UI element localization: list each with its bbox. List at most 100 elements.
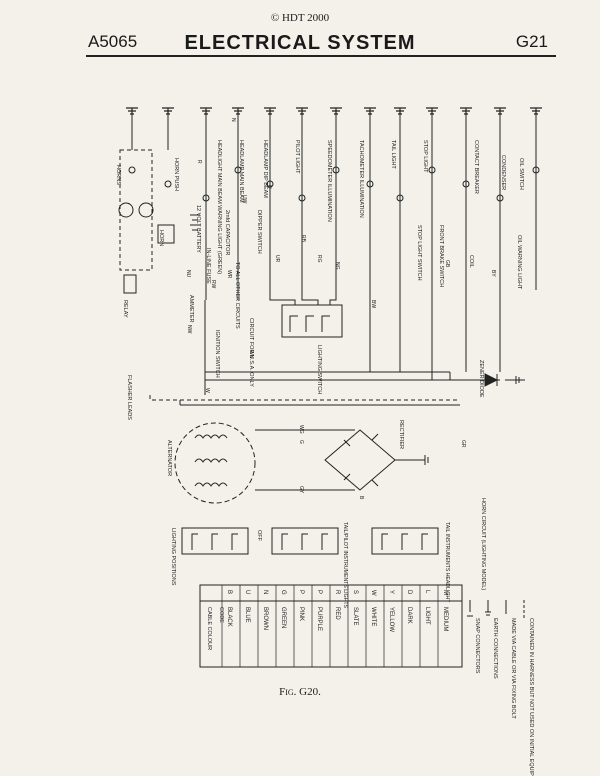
component-label: TO ALL OTHER CIRCUITS <box>234 262 240 329</box>
table-cell-colour: BROWN <box>262 607 268 630</box>
table-cell-code: N <box>262 590 268 594</box>
component-label: LIGHTING SWITCH <box>316 345 322 394</box>
lamp-terminal <box>202 194 210 202</box>
table-cell-colour: LIGHT <box>424 607 430 625</box>
main-bus <box>149 300 525 406</box>
wire-code: BY <box>490 270 496 277</box>
lamp-terminal <box>396 194 404 202</box>
table-cell-code: S <box>352 590 358 594</box>
component-label: DIPPER SWITCH <box>256 210 262 254</box>
earth-symbol <box>460 107 472 115</box>
lighting-positions-title: LIGHTING POSITIONS <box>170 528 176 586</box>
component-label: 2mfd CAPACITOR <box>224 210 230 255</box>
wire-code: BW <box>370 300 376 308</box>
wire-code: RB <box>300 235 306 243</box>
component-label: TACHOMETER ILLUMINATION <box>358 140 364 218</box>
earth-symbol <box>364 107 376 115</box>
table-cell-code: D <box>406 590 412 595</box>
component-label: FLASHER LEADS <box>126 375 132 420</box>
lamp-terminal <box>332 166 340 174</box>
component-label: FRONT BRAKE SWITCH <box>438 225 444 287</box>
table-cell-code: P <box>298 590 304 594</box>
wire-code: N <box>230 118 236 122</box>
table-cell-colour: RED <box>334 607 340 620</box>
header-rule <box>86 55 556 57</box>
earth-row <box>126 107 542 115</box>
legend-item: MADE VIA CABLE OR VIA FIXING BOLT <box>510 618 516 719</box>
table-cell-code: U <box>244 590 250 594</box>
wire-code: NU <box>185 270 191 278</box>
earth-symbol <box>126 107 138 115</box>
wire-code: B <box>358 496 364 500</box>
component-label: HEADLAMP DIP BEAM <box>262 140 268 198</box>
table-cell-colour: PURPLE <box>316 607 322 631</box>
lamp-terminal <box>462 180 470 188</box>
component-label: OIL SWITCH <box>518 158 524 190</box>
component-label: PILOT LIGHT <box>294 140 300 174</box>
component-feeds <box>128 114 540 380</box>
table-cell-code: R <box>334 590 340 595</box>
lamp-terminal <box>298 194 306 202</box>
wire-code: WN <box>248 350 254 359</box>
wire-code: WG <box>298 425 304 434</box>
switch-position-diagrams <box>181 527 439 555</box>
lamp-terminal <box>496 194 504 202</box>
lamp-terminal <box>128 166 136 174</box>
wire-code: R <box>196 160 202 164</box>
component-label: ZENER DIODE <box>478 360 484 398</box>
wire-code: NW <box>186 325 192 334</box>
component-label: AMMETER <box>188 295 194 323</box>
component-label: STOP LIGHT <box>422 140 428 173</box>
table-cell-colour: BLUE <box>244 607 250 623</box>
earth-symbol <box>330 107 342 115</box>
component-label: CIRCUIT FOR U.S.A. ONLY <box>248 318 254 387</box>
wire-code: W <box>204 388 210 393</box>
table-cell-colour: SLATE <box>352 607 358 626</box>
earth-symbol <box>232 107 244 115</box>
component-label: OIL WARNING LIGHT <box>516 235 522 290</box>
wire-code: GY <box>298 486 304 494</box>
wire-code: U <box>266 185 272 189</box>
component-label: 12 VOLT BATTERY <box>195 205 201 253</box>
legend-item: EARTH CONNECTIONS <box>492 618 498 679</box>
table-frame <box>199 584 463 668</box>
wire-code: UW <box>241 195 247 204</box>
lamp-terminal <box>164 180 172 188</box>
component-label: IN-LINE FUSE <box>205 248 211 284</box>
switch-wire <box>301 232 319 305</box>
table-cell-code: P <box>316 590 322 594</box>
horns-assembly <box>118 149 200 294</box>
position-tail-pilot-label: TAIL/PILOT INSTRUMENTS LIGHTS <box>342 522 348 609</box>
earth-symbol <box>426 107 438 115</box>
table-cell-colour: DARK <box>406 607 412 624</box>
component-label: HORN <box>158 230 164 246</box>
earth-symbol <box>200 107 212 115</box>
wire-code: GB <box>444 260 450 268</box>
horn-circuit-note: HORN CIRCUIT (LIGHTING MODEL) <box>480 498 486 590</box>
component-label: HEADLIGHT MAIN BEAM WARNING LIGHT (GREEN… <box>216 140 222 274</box>
table-header-code: CODE <box>218 607 224 623</box>
table-cell-code: B <box>226 590 232 594</box>
rectifier <box>324 429 429 491</box>
table-cell-code: L <box>424 590 430 594</box>
table-cell-colour: WHITE <box>370 607 376 626</box>
legend-symbols <box>467 600 525 620</box>
component-label: CONDENSER <box>500 155 506 190</box>
page-title: ELECTRICAL SYSTEM <box>184 32 416 54</box>
lamp-terminal <box>266 180 274 188</box>
earth-symbol <box>494 107 506 115</box>
earth-symbol <box>530 107 542 115</box>
switch-wire <box>329 260 337 305</box>
component-label: HORN PUSH <box>173 158 179 191</box>
position-off-label: OFF <box>256 530 262 542</box>
legend-item: CONTAINED IN HARNESS BUT NOT USED ON INI… <box>528 618 534 776</box>
table-cell-colour: GREEN <box>280 607 286 628</box>
table-cell-code: G <box>280 590 286 595</box>
wire-code: GR <box>460 440 466 448</box>
position-headlight-label: TAIL INSTRUMENTS HEADLIGHT <box>444 522 450 603</box>
earth-symbol <box>162 107 174 115</box>
